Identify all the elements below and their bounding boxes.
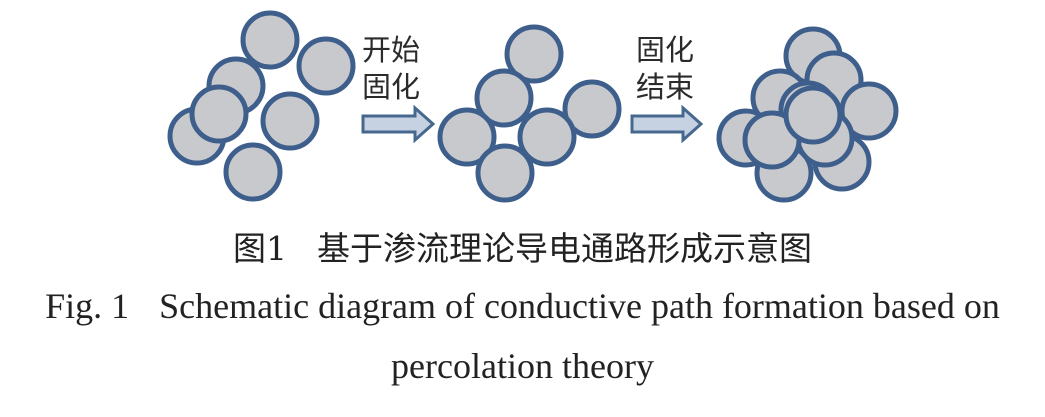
particle-group-curing [437,24,622,203]
particle [474,68,534,128]
particle [783,85,843,145]
particle [296,36,356,96]
arrow-right-icon [361,104,436,144]
particle-group-cured [716,26,899,203]
label-end-curing: 固化 结束 [636,33,695,104]
particle-group-dispersed [167,10,356,202]
particle [437,107,497,167]
diagram-canvas [167,10,899,203]
caption-chinese: 图1 基于渗流理论导电通路形成示意图 [0,222,1045,270]
particle [562,79,622,139]
particle [475,143,535,203]
caption-title-en-line2: percolation theory [391,346,654,386]
particle [240,10,300,70]
figure-number-cn: 图1 [233,229,287,268]
particle [189,84,249,144]
caption-english-line1: Fig. 1 Schematic diagram of conductive pa… [0,285,1045,327]
caption-title-en-line1: Schematic diagram of conductive path for… [159,286,1000,326]
arrow-right-icon [630,104,704,144]
particle [223,142,283,202]
caption-title-cn: 基于渗流理论导电通路形成示意图 [317,229,812,268]
caption-english-line2: percolation theory [0,345,1045,387]
particle [260,91,320,151]
particle [517,107,577,167]
particle [504,24,564,84]
label-start-curing: 开始 固化 [362,33,421,104]
figure-number-en: Fig. 1 [45,286,130,326]
percolation-diagram: 开始 固化 固化 结束 [167,10,899,203]
